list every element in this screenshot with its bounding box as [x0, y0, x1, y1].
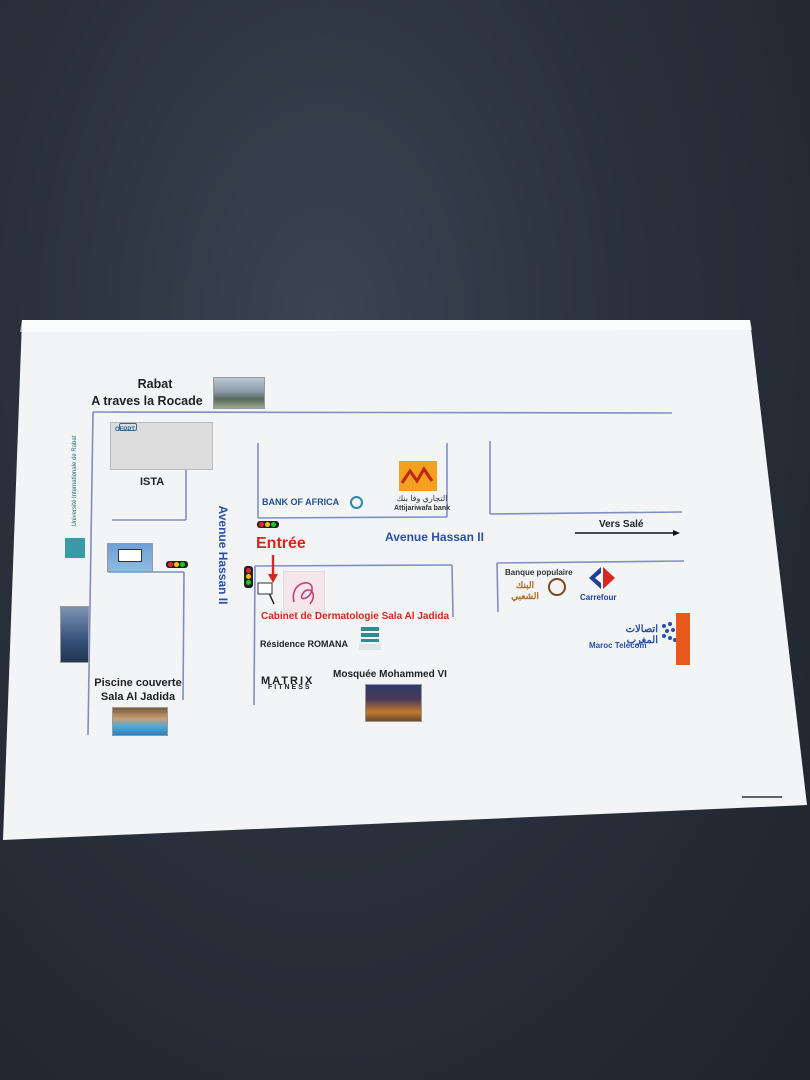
mosquee-photo [365, 684, 422, 722]
traffic-light-icon [166, 561, 188, 568]
uir-photo [60, 606, 89, 663]
maroc-telecom-dots-icon [660, 620, 680, 646]
mosquee-label: Mosquée Mohammed VI [333, 669, 447, 680]
cabinet-label: Cabinet de Dermatologie Sala Al Jadida [261, 611, 450, 622]
maroc-telecom-ar: اتصالات المغرب [625, 624, 658, 646]
ista-label: ISTA [140, 476, 165, 488]
building-marker [257, 582, 273, 595]
bank-of-africa-logo: BANK OF AFRICA [262, 497, 340, 507]
attijariwafa-logo [399, 461, 437, 491]
vers-sale-label: Vers Salé [599, 519, 644, 530]
road-lines [87, 411, 685, 736]
rabat-title: Rabat [137, 377, 173, 391]
traffic-light-icon [244, 566, 253, 588]
banque-populaire-label: Banque populaire [505, 568, 573, 577]
ofppt-icon [119, 423, 137, 431]
banque-populaire-horse-icon [548, 578, 566, 596]
avenue-vertical-label: Avenue Hassan II [216, 505, 230, 605]
rabat-subtitle: A traves la Rocade [91, 394, 203, 408]
uir-emblem-icon [65, 538, 85, 558]
rabat-photo [213, 377, 265, 409]
traffic-light-icon [257, 521, 279, 528]
maroc-telecom-label: Maroc Telecom [589, 641, 647, 650]
cabinet-logo [283, 571, 325, 613]
attijariwafa-text: Attijariwafa bank [393, 505, 450, 512]
uir-logo: Université Internationale de Rabat [62, 436, 88, 558]
carrefour-label: Carrefour [580, 593, 617, 602]
avenue-horizontal-label: Avenue Hassan II [385, 530, 484, 544]
uir-text: Université Internationale de Rabat [72, 435, 78, 527]
road-sign-photo [107, 543, 153, 572]
piscine-photo [112, 707, 168, 736]
entree-label: Entrée [256, 535, 306, 552]
maroc-telecom-bar [676, 613, 690, 665]
residence-label: Résidence ROMANA [260, 639, 349, 649]
banque-populaire-ar: البنك الشعبي [511, 580, 539, 601]
piscine-line2: Sala Al Jadida [100, 691, 176, 703]
carrefour-icon [584, 565, 620, 591]
piscine-line1: Piscine couverte [94, 677, 182, 689]
attijariwafa-ar: التجاري وفا بنك [396, 494, 448, 503]
matrix-logo: MATRIX [261, 675, 315, 687]
matrix-sub: FITNESS [268, 684, 312, 691]
bank-of-africa-icon [350, 496, 363, 509]
ofppt-logo: OFPPT [110, 422, 213, 470]
residence-logo [359, 627, 381, 652]
